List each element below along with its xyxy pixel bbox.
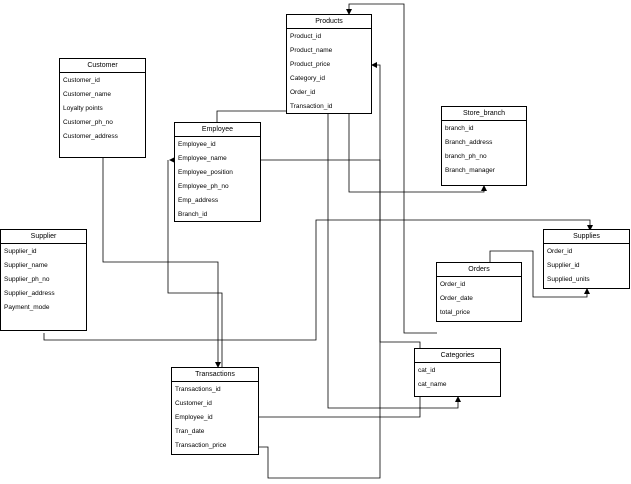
connector-orders-supplies: [489, 250, 590, 298]
entity-products: Products Product_id Product_name Product…: [286, 14, 372, 114]
entity-title: Transactions: [172, 368, 258, 382]
entity-field-customer-id: Customer_id: [63, 77, 100, 84]
connector-employee-transactions: [167, 160, 223, 367]
connector-products-categories: [327, 114, 461, 409]
entity-field-product-name: Product_name: [290, 47, 333, 54]
entity-field-supplier-name: Supplier_name: [4, 262, 48, 269]
entity-title: Orders: [437, 263, 521, 277]
connector-customer-transactions: [102, 158, 221, 368]
entity-supplier: Supplier Supplier_id Supplier_name Suppl…: [0, 229, 87, 331]
entity-field-branch-id: branch_id: [445, 125, 474, 132]
entity-field-branch-ph-no: branch_ph_no: [445, 153, 487, 160]
entity-title: Products: [287, 15, 371, 29]
entity-field-employee-position: Employee_position: [178, 169, 233, 176]
entity-field-branch-address: Branch_address: [445, 139, 493, 146]
entity-orders: Orders Order_id Order_date total_price: [436, 262, 522, 322]
entity-field-cat-id: cat_id: [418, 367, 436, 374]
entity-supplies: Supplies Order_id Supplier_id Supplied_u…: [543, 229, 630, 289]
entity-field-employee-name: Employee_name: [178, 155, 227, 162]
entity-store-branch: Store_branch branch_id Branch_address br…: [441, 106, 527, 186]
entity-field-branch-manager: Branch_manager: [445, 167, 495, 174]
entity-field-transaction-id: Transaction_id: [290, 103, 333, 110]
entity-field-order-id: Order_id: [290, 89, 316, 96]
entity-field-employee-id: Employee_id: [178, 141, 216, 148]
entity-title: Store_branch: [442, 107, 526, 121]
entity-field-category-id: Category_id: [290, 75, 326, 82]
entity-field-payment-mode: Payment_mode: [4, 304, 50, 311]
entity-field-order-date: Order_date: [440, 295, 473, 302]
connector-products-storebranch: [348, 114, 487, 193]
entity-field-supplied-units: Supplied_units: [547, 276, 590, 283]
entity-field-cat-name: cat_name: [418, 381, 447, 388]
entity-categories: Categories cat_id cat_name: [414, 348, 501, 397]
entity-field-product-id: Product_id: [290, 33, 322, 40]
entity-field-order-id: Order_id: [547, 248, 573, 255]
entity-field-customer-address: Customer_address: [63, 133, 118, 140]
entity-employee: Employee Employee_id Employee_name Emplo…: [174, 122, 261, 222]
connector-transactions-products: [258, 62, 381, 479]
entity-title: Supplier: [1, 230, 86, 244]
entity-field-loyalty-points: Loyalty points: [63, 105, 103, 112]
entity-field-transactions-id: Transactions_id: [175, 386, 221, 393]
entity-field-tran-date: Tran_date: [175, 428, 205, 435]
entity-title: Employee: [175, 123, 260, 137]
entity-field-employee-ph-no: Employee_ph_no: [178, 183, 229, 190]
entity-field-emp-address: Emp_address: [178, 197, 219, 204]
connector-orders-products: [346, 3, 437, 334]
entity-field-order-id: Order_id: [440, 281, 466, 288]
connector-supplier-supplies: [43, 219, 593, 341]
entity-title: Supplies: [544, 230, 629, 244]
entity-field-supplier-id: Supplier_id: [4, 248, 37, 255]
entity-field-total-price: total_price: [440, 309, 470, 316]
entity-field-customer-id: Customer_id: [175, 400, 212, 407]
entity-customer: Customer Customer_id Customer_name Loyal…: [59, 58, 146, 158]
entity-field-product-price: Product_price: [290, 61, 331, 68]
entity-field-branch-id: Branch_id: [178, 211, 208, 218]
entity-title: Customer: [60, 59, 145, 73]
entity-transactions: Transactions Transactions_id Customer_id…: [171, 367, 259, 455]
entity-field-supplier-ph-no: Supplier_ph_no: [4, 276, 50, 283]
entity-title: Categories: [415, 349, 500, 363]
entity-field-customer-ph-no: Customer_ph_no: [63, 119, 113, 126]
entity-field-supplier-address: Supplier_address: [4, 290, 55, 297]
connector-transactions-employee: [169, 157, 421, 418]
entity-field-customer-name: Customer_name: [63, 91, 112, 98]
entity-field-transaction-price: Transaction_price: [175, 442, 227, 449]
entity-field-employee-id: Employee_id: [175, 414, 213, 421]
entity-field-supplier-id: Supplier_id: [547, 262, 580, 269]
